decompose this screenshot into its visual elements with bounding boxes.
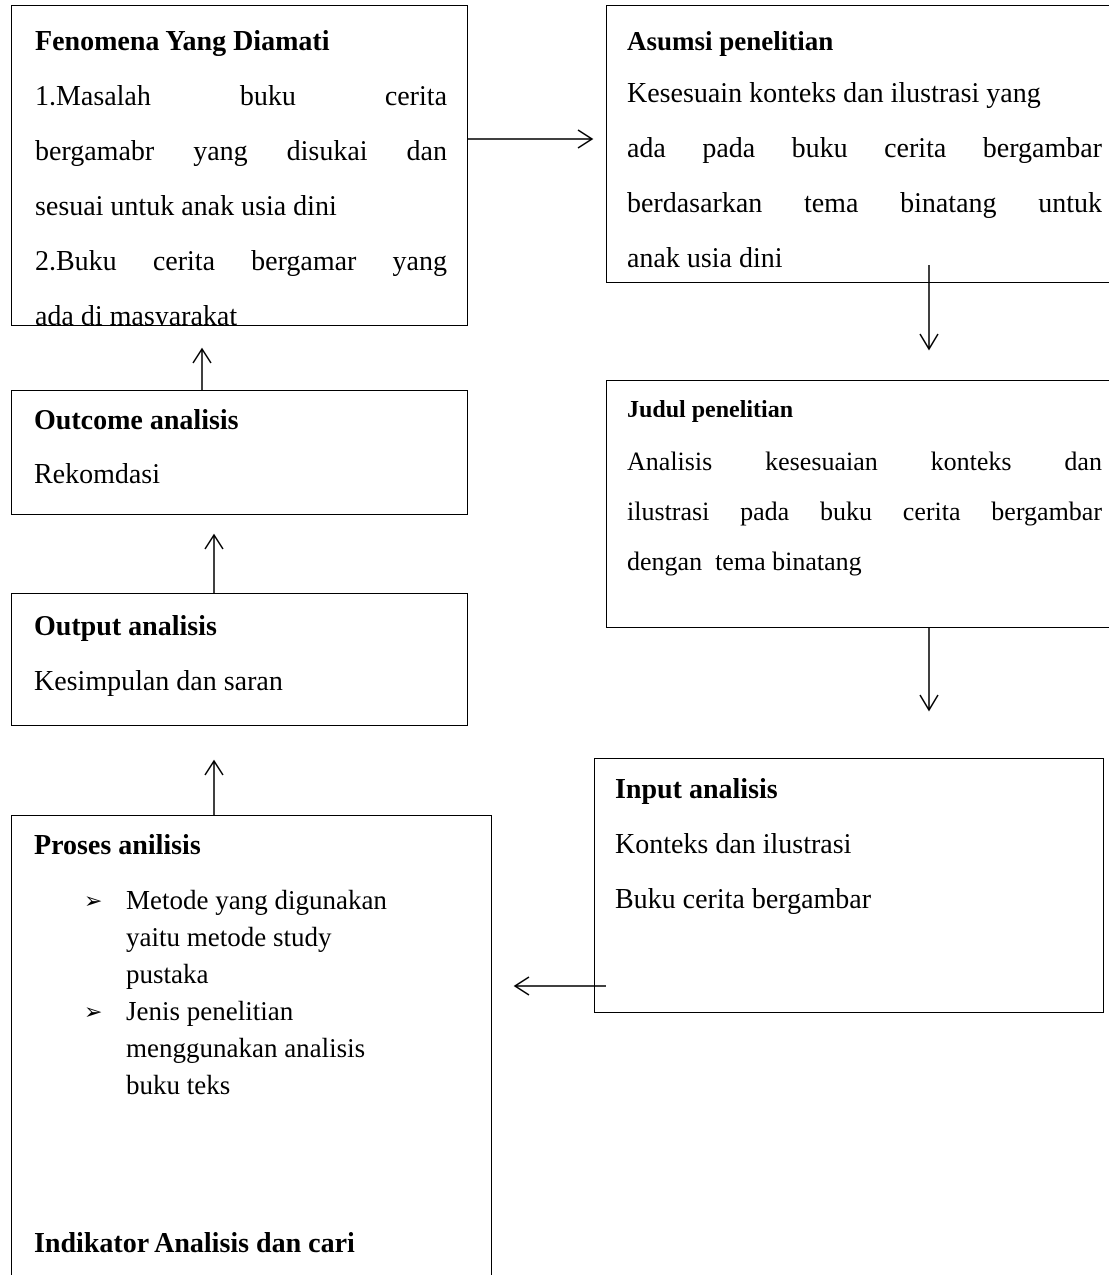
asumsi-line-4: anak usia dini — [627, 243, 783, 274]
proses-item-2-line-3: buku teks — [126, 1070, 231, 1100]
output-body: Kesimpulan dan saran — [34, 666, 283, 697]
judul-box: Judul penelitian Analisis kesesuaian kon… — [606, 380, 1109, 628]
judul-line-1: Analisis kesesuaian konteks dan — [627, 447, 1102, 476]
proses-item-2-line-2: menggunakan analisis — [126, 1033, 366, 1063]
asumsi-title: Asumsi penelitian — [627, 26, 834, 56]
judul-title: Judul penelitian — [627, 397, 794, 423]
bullet-arrow-icon: ➢ — [84, 999, 103, 1024]
judul-line-2: ilustrasi pada buku cerita bergambar — [627, 497, 1102, 526]
input-line-2: Buku cerita bergambar — [615, 884, 872, 915]
asumsi-line-1: Kesesuain konteks dan ilustrasi yang — [627, 78, 1041, 109]
fenomena-line-2: bergamabr yang disukai dan — [35, 136, 447, 167]
proses-item-1-line-2: yaitu metode study — [126, 922, 332, 952]
outcome-title: Outcome analisis — [34, 405, 239, 436]
proses-item-2-line-1: Jenis penelitian — [126, 996, 294, 1026]
bullet-arrow-icon: ➢ — [84, 888, 103, 913]
input-line-1: Konteks dan ilustrasi — [615, 829, 852, 860]
asumsi-line-2: ada pada buku cerita bergambar — [627, 133, 1102, 164]
fenomena-line-3: sesuai untuk anak usia dini — [35, 191, 337, 222]
input-title: Input analisis — [615, 774, 778, 805]
proses-box: Proses anilisis ➢ Metode yang digunakan … — [11, 815, 492, 1275]
fenomena-line-4: 2.Buku cerita bergamar yang — [35, 246, 447, 277]
output-box: Output analisis Kesimpulan dan saran — [11, 593, 468, 726]
proses-item-1-line-1: Metode yang digunakan — [126, 885, 387, 915]
fenomena-line-1: 1.Masalah buku cerita — [35, 81, 447, 112]
output-title: Output analisis — [34, 611, 217, 642]
proses-bottom-heading: Indikator Analisis dan cari — [34, 1228, 355, 1259]
judul-line-3: dengan tema binatang — [627, 547, 862, 576]
asumsi-box: Asumsi penelitian Kesesuain konteks dan … — [606, 5, 1109, 283]
asumsi-line-3: berdasarkan tema binatang untuk — [627, 188, 1102, 219]
input-box: Input analisis Konteks dan ilustrasi Buk… — [594, 758, 1104, 1013]
proses-title: Proses anilisis — [34, 830, 201, 861]
proses-item-1-line-3: pustaka — [126, 959, 209, 989]
fenomena-line-5: ada di masyarakat — [35, 301, 238, 326]
fenomena-box: Fenomena Yang Diamati 1.Masalah buku cer… — [11, 5, 468, 326]
outcome-body: Rekomdasi — [34, 459, 160, 490]
fenomena-title: Fenomena Yang Diamati — [35, 26, 330, 57]
outcome-box: Outcome analisis Rekomdasi — [11, 390, 468, 515]
